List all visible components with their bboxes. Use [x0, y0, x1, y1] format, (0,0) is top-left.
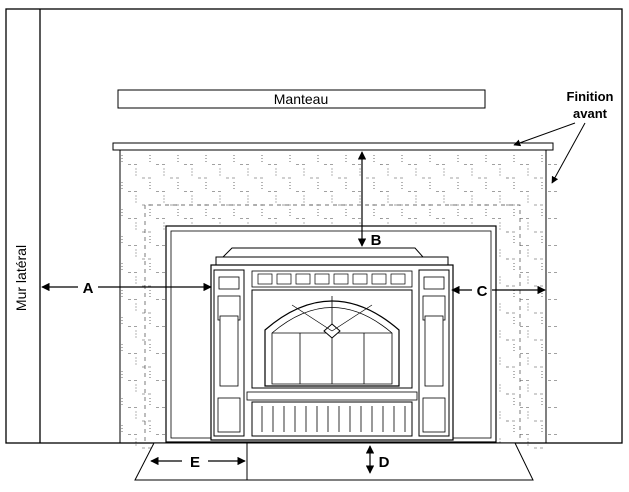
dimension-e: E	[150, 454, 246, 471]
stove-insert	[210, 247, 454, 441]
finish-callout: Finition avant	[513, 89, 614, 184]
dimension-c: C	[451, 283, 546, 300]
mantel-label: Manteau	[274, 91, 328, 107]
dimension-a-label: A	[83, 280, 94, 297]
dimension-b: B	[357, 151, 382, 249]
mantel: Manteau	[117, 89, 486, 109]
dimension-c-label: C	[477, 283, 488, 300]
hearth	[134, 442, 534, 481]
dimension-a: A	[41, 280, 212, 297]
dimension-b-label: B	[371, 232, 382, 249]
finish-label-line2: avant	[573, 106, 608, 121]
side-wall-label: Mur latéral	[13, 245, 29, 311]
dimension-d: D	[365, 445, 390, 474]
dimension-d-label: D	[379, 454, 390, 471]
finish-label-line1: Finition	[567, 89, 614, 104]
dimension-e-label: E	[190, 454, 200, 471]
